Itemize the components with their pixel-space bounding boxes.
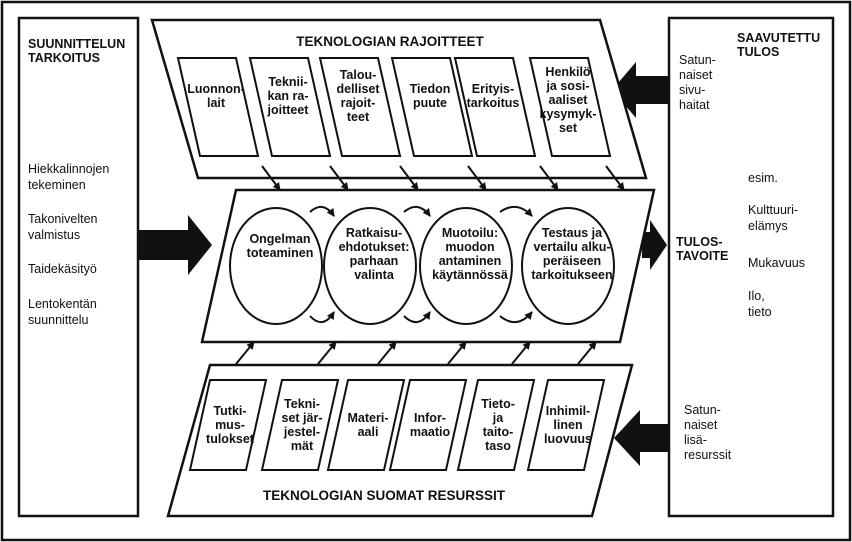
left-item-handicraft: Taidekäsityö xyxy=(28,262,97,276)
extra-resources-label: Satun- naiset lisä- resurssit xyxy=(684,403,732,462)
example-cultural-experience: Kulttuuri- elämys xyxy=(748,203,802,233)
constraint-arrow-1 xyxy=(261,165,281,191)
constraint-arrow-5 xyxy=(539,165,559,191)
constraint-special-purpose-label: Erityis-tarkoitus xyxy=(467,82,520,110)
constraint-technical-limits-box xyxy=(248,57,332,157)
constraint-personal-social-box xyxy=(528,57,612,157)
resource-material-box xyxy=(326,379,406,471)
examples-intro: esim. xyxy=(748,171,778,185)
constraints-title: TEKNOLOGIAN RAJOITTEET xyxy=(296,34,484,49)
right-box-title: SAAVUTETTU TULOS xyxy=(737,31,824,59)
constraint-arrow-6 xyxy=(605,165,625,191)
cycle-arrow-bottom-1 xyxy=(309,311,335,323)
constraint-special-purpose-box xyxy=(453,57,537,157)
constraint-arrow-4 xyxy=(467,165,487,191)
resource-arrows xyxy=(235,341,597,365)
resource-human-creativity-box xyxy=(526,379,606,471)
resource-arrow-6 xyxy=(577,341,597,365)
side-effects-arrow-icon xyxy=(612,62,669,118)
resource-arrow-1 xyxy=(235,341,255,365)
resource-material-label: Materi-aali xyxy=(348,411,389,439)
constraints-panel: TEKNOLOGIAN RAJOITTEET Luonnon-lait Tekni… xyxy=(150,18,648,180)
resource-arrow-5 xyxy=(511,341,531,365)
constraint-laws-of-nature-label: Luonnon-lait xyxy=(187,82,245,110)
side-effects-label: Satun- naiset sivu- haitat xyxy=(679,53,719,112)
constraint-laws-of-nature-box xyxy=(176,57,260,157)
resource-arrow-3 xyxy=(377,341,397,365)
resource-technical-systems-box xyxy=(260,379,340,471)
cycle-arrow-top-1 xyxy=(309,205,335,217)
example-joy-knowledge: Ilo, tieto xyxy=(748,289,772,319)
right-box-result: SAAVUTETTU TULOS Satun- naiset sivu- hai… xyxy=(667,16,835,518)
constraint-arrow-3 xyxy=(399,165,419,191)
resource-research-results-box xyxy=(188,379,268,471)
resources-title: TEKNOLOGIAN SUOMAT RESURSSIT xyxy=(263,488,506,503)
cycle-arrow-top-2 xyxy=(403,205,431,217)
output-arrow-icon xyxy=(642,220,667,270)
cycle-arrow-bottom-2 xyxy=(403,311,431,323)
resource-information-box xyxy=(388,379,468,471)
step-problem-identification-circle xyxy=(229,207,323,325)
right-box-border xyxy=(667,16,835,518)
cycle-arrow-top-3 xyxy=(499,205,533,217)
constraint-arrow-2 xyxy=(329,165,349,191)
resource-arrow-4 xyxy=(447,341,467,365)
left-box-title: SUUNNITTELUN TARKOITUS xyxy=(28,37,129,65)
resource-technical-systems-label: Tekni-set jär-jestel-mät xyxy=(282,397,323,453)
constraint-technical-limits-label: Teknii-kan ra-joitteet xyxy=(267,75,310,117)
process-parallelogram xyxy=(200,188,656,344)
example-comfort: Mukavuus xyxy=(748,256,805,270)
resource-arrow-2 xyxy=(317,341,337,365)
cycle-arrow-bottom-3 xyxy=(499,311,533,323)
step-shaping-circle xyxy=(419,207,513,325)
left-item-sandcastles: Hiekkalinnojen tekeminen xyxy=(28,162,113,192)
result-goal-label: TULOS- TAVOITE xyxy=(676,235,728,263)
step-solution-proposals-circle xyxy=(323,207,417,325)
left-item-airport-planning: Lentokentän suunnittelu xyxy=(28,297,100,327)
input-arrow-icon xyxy=(138,215,212,275)
constraint-arrows xyxy=(261,165,625,191)
left-box-border xyxy=(17,16,140,518)
constraint-economic-limits-box xyxy=(318,57,402,157)
step-testing-circle xyxy=(521,207,615,325)
resource-research-results-label: Tutki-mus-tulokset xyxy=(206,404,255,446)
left-box-purpose: SUUNNITTELUN TARKOITUS Hiekkalinnojen te… xyxy=(17,16,140,518)
resources-panel: TEKNOLOGIAN SUOMAT RESURSSIT Tutki-mus-t… xyxy=(166,363,634,518)
resource-skill-level-box xyxy=(456,379,536,471)
extra-resources-arrow-icon xyxy=(614,410,669,466)
constraint-lack-of-knowledge-box xyxy=(390,57,474,157)
left-item-forged-joints: Takonivelten valmistus xyxy=(28,212,101,242)
resource-information-label: Infor-maatio xyxy=(410,411,451,439)
